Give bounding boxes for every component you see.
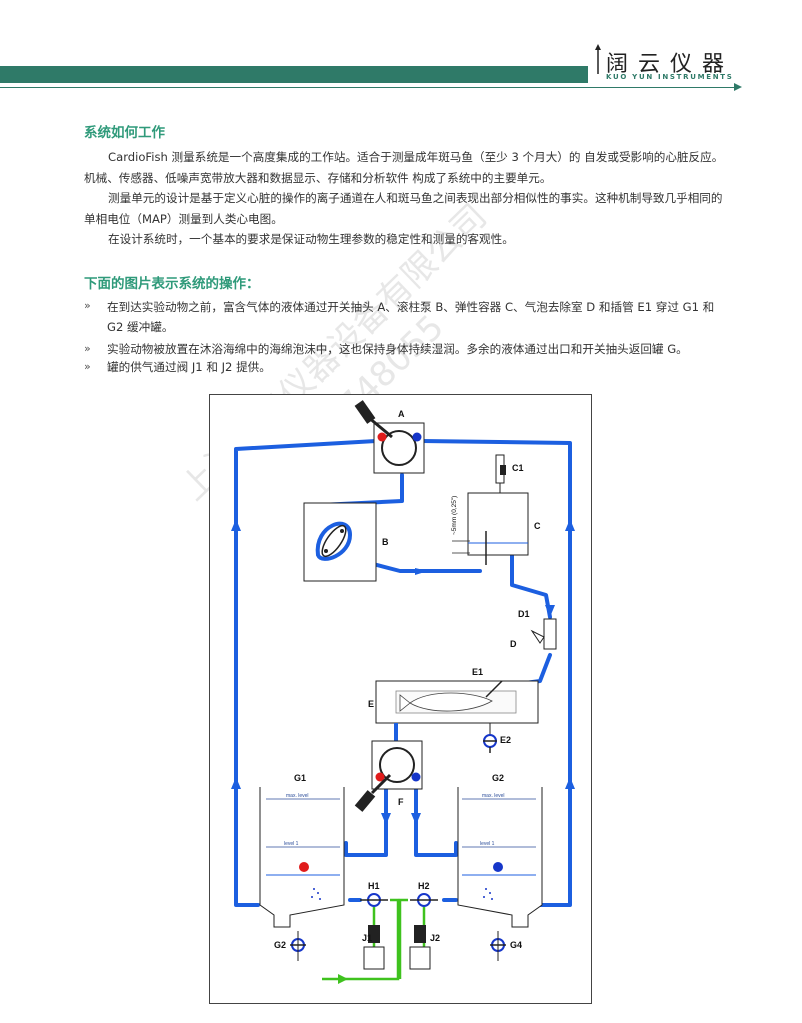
system-diagram: A B C1 C ~5mm (0,25") [209,394,592,1004]
height-note: ~5mm (0,25") [451,496,458,535]
label-e1: E1 [472,667,483,677]
tap-h1: H1 [360,881,388,907]
bullet-icon: » [84,342,91,355]
label-e: E [368,699,374,709]
tap-g4-drain: G4 [490,931,522,961]
elastic-container-c: C1 C ~5mm (0,25") [451,454,541,565]
label-g1: G1 [294,773,306,783]
valve-j1: J1 [362,925,385,970]
header-band [0,66,588,83]
tank-g1: max. level level 1 G1 [259,773,345,928]
paragraph: CardioFish 测量系统是一个高度集成的工作站。适合于测量成年斑马鱼（至少… [84,147,724,188]
label-f: F [398,797,404,807]
logo-mark-icon [595,44,601,74]
max-level-g1: max. level [286,793,309,799]
bullet-text: 罐的供气通过阀 J1 和 J2 提供。 [107,360,271,374]
brand-name-en: KUO YUN INSTRUMENTS [606,73,734,81]
max-level-g2: max. level [482,793,505,799]
label-c: C [534,521,541,531]
system-schematic: A B C1 C ~5mm (0,25") [231,400,575,984]
tank-g2: max. level level 1 G2 [457,773,543,928]
flow-arrows [231,519,575,825]
switch-tap-f: F [354,740,423,812]
level1-g2: level 1 [480,841,495,847]
switch-tap-a: A [354,400,425,474]
roller-pump-b: B [303,502,389,582]
label-h1: H1 [368,881,380,891]
paragraph: 测量单元的设计是基于定义心脏的操作的离子通道在人和斑马鱼之间表现出部分相似性的事… [84,188,724,229]
section-title-how-it-works: 系统如何工作 [84,125,165,141]
level1-g1: level 1 [284,841,299,847]
bullet-icon: » [84,299,91,312]
bubble-chamber-d: D1 D [510,609,557,650]
label-d: D [510,639,517,649]
label-e2: E2 [500,735,511,745]
tap-e2: E2 [483,734,511,753]
label-j2: J2 [430,933,440,943]
label-g4: G4 [510,940,522,950]
bullet-icon: » [84,360,91,373]
label-c1: C1 [512,463,524,473]
label-b: B [382,537,389,547]
label-g2-tank: G2 [492,773,504,783]
paragraph-text: 测量单元的设计是基于定义心脏的操作的离子通道在人和斑马鱼之间表现出部分相似性的事… [84,191,723,226]
label-h2: H2 [418,881,430,891]
label-g2-valve: G2 [274,940,286,950]
label-j1: J1 [362,933,372,943]
label-d1: D1 [518,609,530,619]
section-title-operation: 下面的图片表示系统的操作： [84,276,260,292]
valve-j2: J2 [409,925,440,970]
brand-name-cn: 阔云仪器 [606,52,735,77]
header-rule [0,87,736,88]
brand-logo: 阔云仪器 KUO YUN INSTRUMENTS [594,44,734,84]
bullet-text: 实验动物被放置在沐浴海绵中的海绵泡沫中，这也保持身体持续湿润。多余的液体通过出口… [107,342,688,356]
paragraph: 在设计系统时，一个基本的要求是保证动物生理参数的稳定性和测量的客观性。 [84,229,724,250]
gas-lines [322,898,426,981]
bullet-text: 在到达实验动物之前，富含气体的液体通过开关抽头 A、滚柱泵 B、弹性容器 C、气… [107,300,715,334]
gas-inlet-arrow-icon [338,974,348,984]
label-a: A [398,409,405,419]
paragraph-text: CardioFish 测量系统是一个高度集成的工作站。适合于测量成年斑马鱼（至少… [84,150,724,185]
header-arrow [734,83,742,91]
tap-h2: H2 [410,881,438,907]
tap-g2-drain: G2 [274,931,306,961]
paragraph-text: 在设计系统时，一个基本的要求是保证动物生理参数的稳定性和测量的客观性。 [108,232,514,246]
fish-chamber-e: E1 E [368,667,539,741]
